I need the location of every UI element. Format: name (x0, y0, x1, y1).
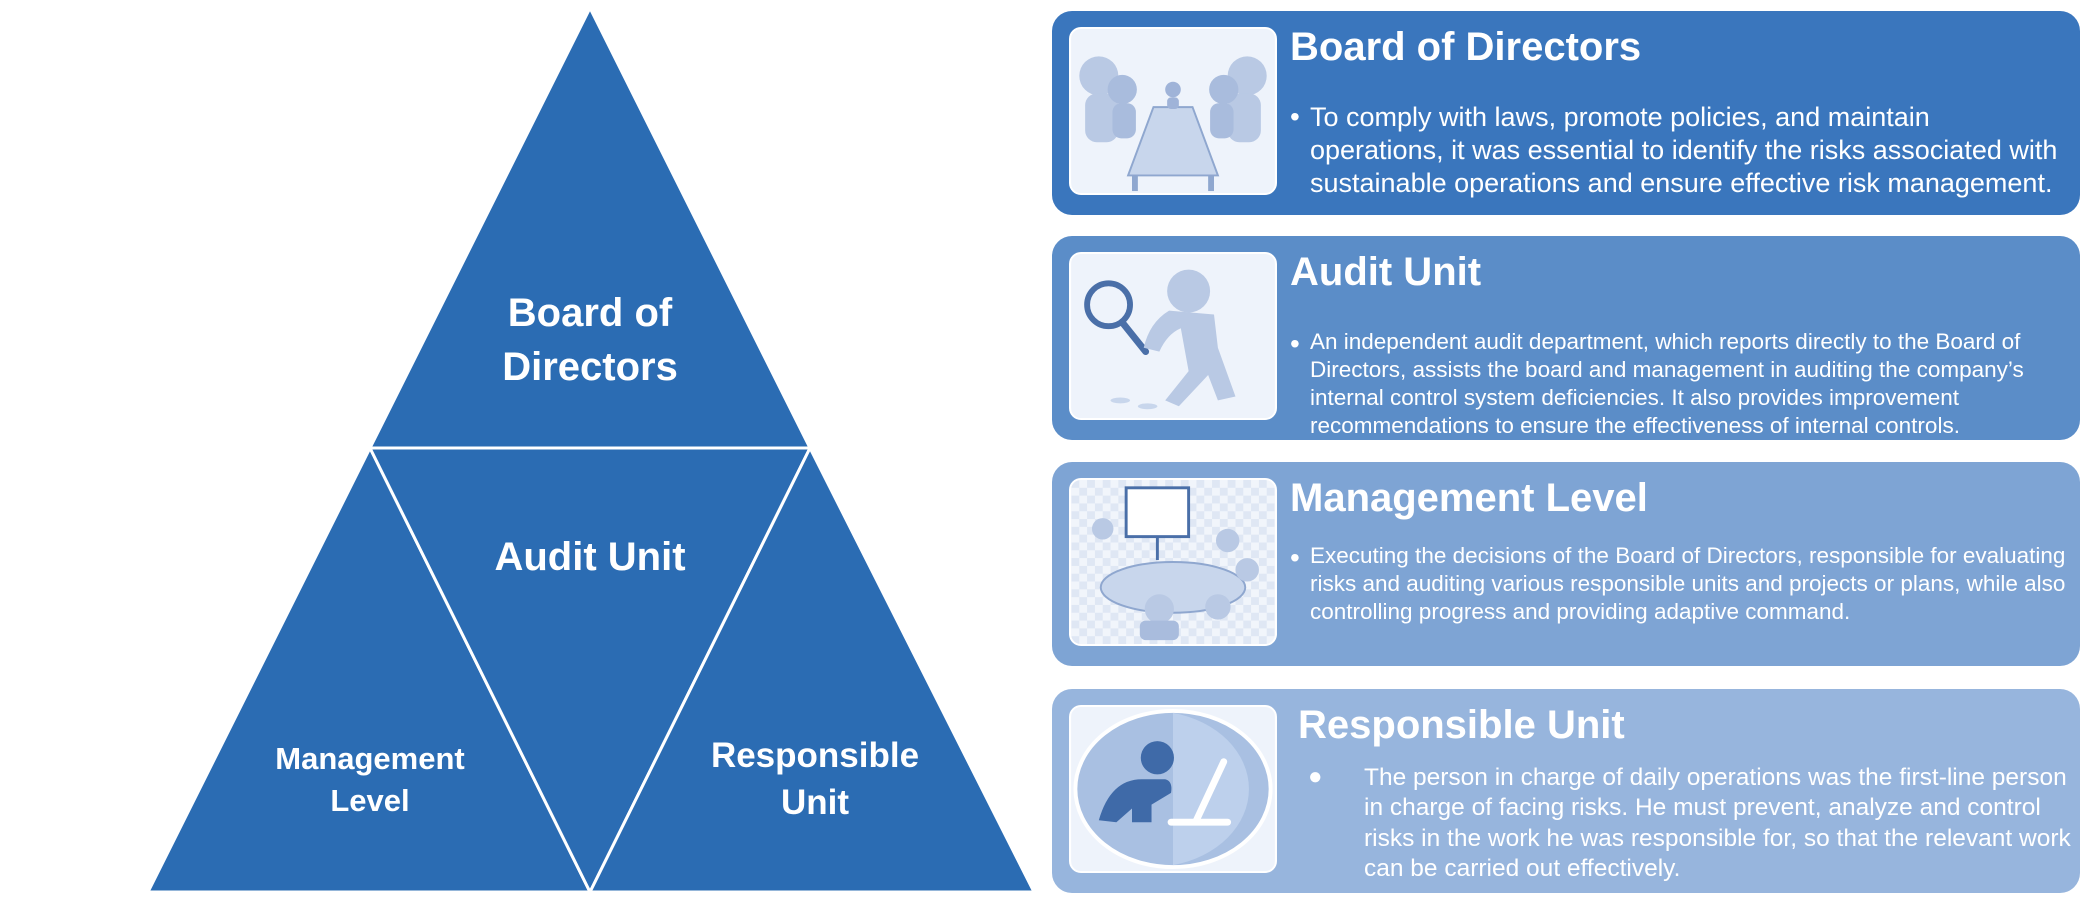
governance-pyramid: Board of Directors Audit Unit Management… (0, 0, 1040, 900)
magnifying-glass-inspector-icon (1069, 252, 1277, 420)
pyramid-label-line: Level (330, 782, 410, 818)
card-title: Board of Directors (1290, 25, 1642, 69)
card-description: ● The person in charge of daily operatio… (1308, 763, 2078, 885)
pyramid-label-board-of-directors: Board of Directors (470, 286, 710, 394)
bullet-icon: • (1290, 328, 1300, 359)
card-text: To comply with laws, promote policies, a… (1310, 102, 2058, 198)
team-meeting-whiteboard-icon (1069, 478, 1277, 646)
pyramid-label-management-level: Management Level (240, 738, 500, 822)
bullet-icon: ● (1308, 763, 1323, 790)
pyramid-shape (146, 6, 1036, 894)
pyramid-label-line: Unit (780, 783, 850, 823)
card-title: Responsible Unit (1298, 703, 1625, 747)
pyramid-label-responsible-unit: Responsible Unit (690, 732, 940, 827)
card-description: • To comply with laws, promote policies,… (1290, 101, 2070, 200)
boardroom-meeting-icon (1069, 27, 1277, 195)
card-title: Audit Unit (1290, 250, 1482, 294)
pyramid-label-line: Responsible (710, 736, 920, 775)
card-text: Executing the decisions of the Board of … (1310, 543, 2066, 624)
card-description: • Executing the decisions of the Board o… (1290, 542, 2070, 626)
card-audit-unit: Audit Unit • An independent audit depart… (1052, 236, 2080, 440)
card-management-level: Management Level • Executing the decisio… (1052, 462, 2080, 666)
pyramid-label-line: Board of (507, 291, 673, 335)
pyramid-label-line: Audit Unit (494, 535, 686, 579)
pyramid-label-line: Directors (502, 345, 678, 389)
card-text: The person in charge of daily operations… (1364, 764, 2071, 883)
card-title: Management Level (1290, 476, 1648, 520)
pyramid-label-line: Management (275, 741, 465, 776)
card-board-of-directors: Board of Directors • To comply with laws… (1052, 11, 2080, 215)
person-at-laptop-icon (1069, 705, 1277, 873)
card-responsible-unit: Responsible Unit ● The person in charge … (1052, 689, 2080, 893)
card-text: An independent audit department, which r… (1310, 329, 2024, 438)
pyramid-right-triangle (588, 446, 1036, 894)
card-description: • An independent audit department, which… (1290, 328, 2070, 440)
pyramid-label-audit-unit: Audit Unit (460, 530, 720, 584)
bullet-icon: • (1290, 542, 1300, 573)
bullet-icon: • (1290, 101, 1300, 132)
